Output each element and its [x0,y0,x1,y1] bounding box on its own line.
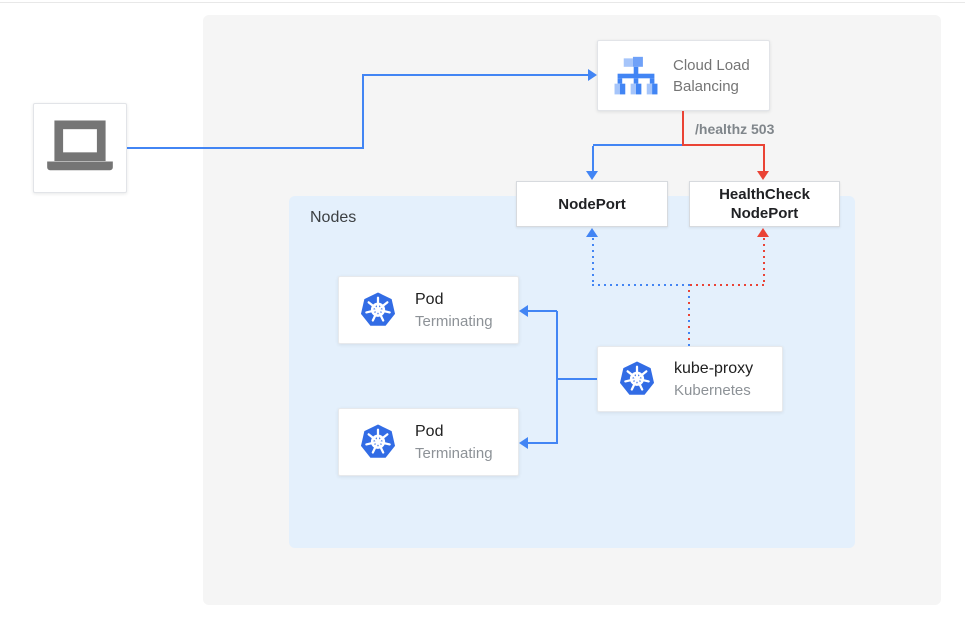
lb-nodeport-line [592,146,594,172]
nodeport-label: NodePort [558,195,626,213]
kubeproxy-dotted-stem-line [688,284,690,346]
laptop-icon [45,120,115,176]
lb-healthcheck-line [763,146,765,172]
kubeproxy-to-nodeport-arrowhead [586,228,598,237]
client-to-lb-line [362,74,589,76]
nodes-label: Nodes [310,209,357,226]
lb-healthcheck-line [682,144,765,146]
client-to-lb-line [362,74,364,149]
kubeproxy-to-pod1-arrowhead [519,305,528,317]
cloud-load-balancing-node: Cloud Load Balancing [597,40,770,111]
healthcheck-nodeport-node: HealthCheck NodePort [689,181,840,227]
kube-proxy-subtitle: Kubernetes [674,381,751,399]
page-top-divider [0,2,965,3]
pod-2-node: Pod Terminating [338,408,519,476]
kubeproxy-to-nodeport-dotted-line [592,238,594,284]
cloud-load-balancing-label: Cloud Load Balancing [673,56,750,95]
healthz-status-label: /healthz 503 [695,121,775,137]
nodeport-node: NodePort [516,181,668,227]
lb-to-healthcheck-arrowhead [757,171,769,180]
pod-2-status: Terminating [415,444,493,462]
kubernetes-icon [359,291,397,330]
client-to-lb-arrowhead [588,69,597,81]
client-to-lb-line [127,147,364,149]
kube-proxy-title: kube-proxy [674,359,754,377]
lb-to-nodeport-arrowhead [586,171,598,180]
client-node [33,103,127,193]
kubeproxy-to-pod2-line [528,442,557,444]
lb-healthcheck-line [682,111,684,146]
kube-proxy-node: kube-proxy Kubernetes [597,346,783,412]
kubeproxy-to-healthcheck-arrowhead [757,228,769,237]
kubeproxy-to-pods-line [556,311,558,444]
pod-1-title: Pod [415,290,444,308]
healthcheck-nodeport-label: HealthCheck NodePort [719,186,810,222]
kubeproxy-to-pod1-line [528,310,557,312]
pod-1-status: Terminating [415,312,493,330]
pod-1-node: Pod Terminating [338,276,519,344]
kubeproxy-to-healthcheck-dotted-line [690,284,765,286]
load-balancer-icon [613,55,659,97]
pod-2-title: Pod [415,422,444,440]
kubeproxy-to-healthcheck-dotted-line [763,238,765,284]
kubeproxy-to-pod2-arrowhead [519,437,528,449]
kubernetes-icon [359,423,397,462]
kubernetes-icon [618,360,656,399]
kubeproxy-to-pods-line [557,378,597,380]
lb-nodeport-line [593,144,682,146]
kubeproxy-to-nodeport-dotted-line [592,284,688,286]
